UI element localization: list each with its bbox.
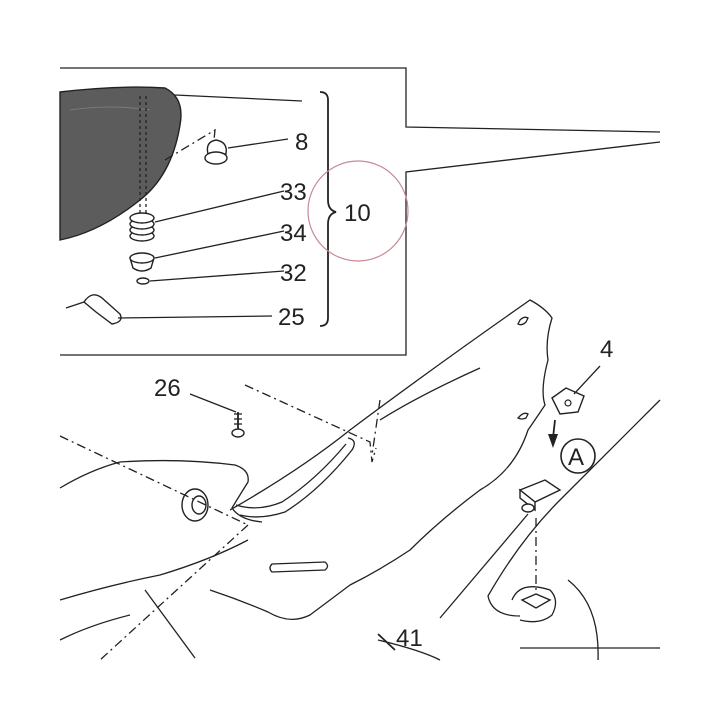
washer-part-32 xyxy=(136,277,150,285)
clip-part-41 xyxy=(518,479,562,513)
group-brace xyxy=(319,91,337,327)
boss-receptacle xyxy=(520,593,552,609)
callout-8: 8 xyxy=(295,129,308,156)
callout-32: 32 xyxy=(280,260,307,287)
right-frame xyxy=(377,399,661,661)
callout-41: 41 xyxy=(396,625,423,652)
grommet-part-8 xyxy=(204,139,228,165)
grommet-alignment-line xyxy=(164,128,216,161)
assembly-center-lines xyxy=(59,384,537,661)
bushing-part-34 xyxy=(129,252,155,272)
main-leader-lines xyxy=(189,365,601,619)
detail-inset xyxy=(60,67,661,356)
rubber-spacer xyxy=(181,488,209,522)
lever-part-25 xyxy=(65,294,122,325)
frame-body-panel xyxy=(59,459,263,659)
callout-A: A xyxy=(568,444,584,471)
inset-leader-lines xyxy=(117,94,303,319)
clip-nut-part-4 xyxy=(551,387,585,415)
callout-4: 4 xyxy=(600,336,613,363)
spring-part-33 xyxy=(129,212,155,242)
arrow-head-A xyxy=(548,434,558,448)
screw-part-26 xyxy=(231,412,245,438)
callout-26: 26 xyxy=(154,375,181,402)
side-cover-panel xyxy=(209,299,553,620)
callout-34: 34 xyxy=(280,220,307,247)
seat-shape xyxy=(59,86,182,241)
highlight-circle xyxy=(307,160,409,262)
view-A-marker xyxy=(560,438,596,474)
callout-25: 25 xyxy=(278,304,305,331)
callout-10: 10 xyxy=(344,200,371,227)
callout-33: 33 xyxy=(280,179,307,206)
